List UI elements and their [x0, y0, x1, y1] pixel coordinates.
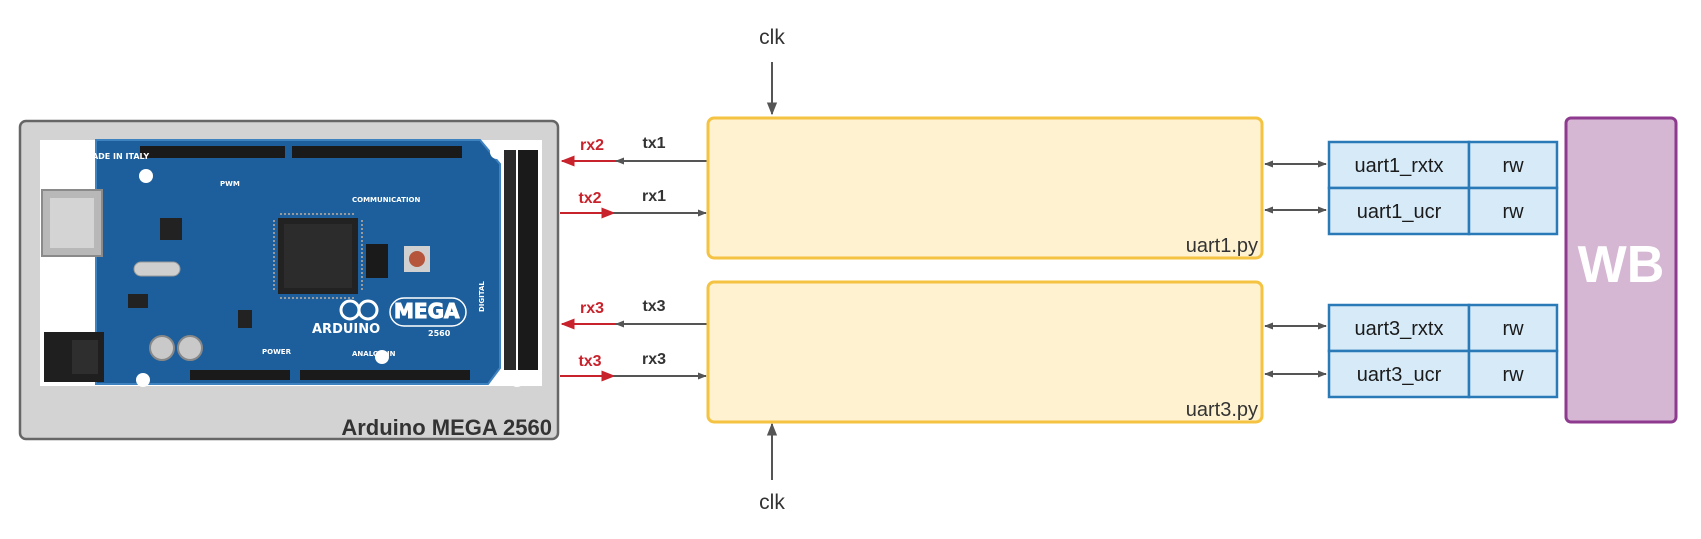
register-name: uart3_rxtx	[1355, 318, 1444, 340]
register-access-cell	[1467, 140, 1559, 190]
board-photo: MADE IN ITALY COMMUNICATION PWM ARDUINO …	[41, 139, 538, 387]
pcb-brand: ARDUINO	[312, 322, 380, 337]
pcb-communication: COMMUNICATION	[352, 196, 421, 204]
header-bottom-power	[190, 370, 290, 380]
uart1-mod-tx-label: tx1	[642, 135, 665, 152]
header-top-right	[292, 146, 462, 158]
register-access: rw	[1502, 155, 1524, 177]
uart1-module: uart1.py	[706, 116, 1264, 260]
register-name: uart1_rxtx	[1355, 155, 1444, 177]
arduino-board: MADE IN ITALY COMMUNICATION PWM ARDUINO …	[18, 119, 560, 441]
uart3-register-table: uart3_rxtx rw uart3_ucr rw	[1327, 303, 1559, 399]
uart3-module-name: uart3.py	[1186, 399, 1258, 421]
register-access-cell	[1467, 303, 1559, 353]
pcb-digital: DIGITAL	[478, 281, 486, 312]
uart3-module: uart3.py	[706, 280, 1264, 424]
uart3-mod-rx-label: rx3	[642, 351, 666, 368]
pcb-made-in: MADE IN ITALY	[84, 152, 149, 161]
uart1-board-tx-label: tx2	[578, 190, 601, 207]
uart1-mod-rx-label: rx1	[642, 188, 666, 205]
uart3-module-box	[706, 280, 1264, 424]
uart1-register-table: uart1_rxtx rw uart1_ucr rw	[1327, 140, 1559, 236]
capacitor-2	[177, 335, 203, 361]
register-access: rw	[1502, 318, 1524, 340]
wishbone-bus: WB	[1564, 116, 1678, 424]
pcb-power: POWER	[262, 348, 292, 356]
uart1-signals: rx2 tx1 tx2 rx1	[560, 135, 708, 219]
wishbone-bus-label: WB	[1578, 236, 1665, 294]
pcb-analog-in: ANALOG IN	[352, 350, 396, 358]
clock-bottom-label: clk	[759, 491, 785, 514]
register-name-cell	[1327, 349, 1471, 399]
icsp-header	[366, 244, 388, 278]
uart3-board-rx-label: rx3	[580, 300, 604, 317]
register-name: uart3_ucr	[1357, 364, 1442, 386]
clock-top: clk	[759, 26, 785, 116]
usb-chip	[160, 218, 182, 240]
uart1-module-name: uart1.py	[1186, 235, 1258, 257]
uart1-board-rx-label: rx2	[580, 137, 604, 154]
clock-bottom: clk	[759, 422, 785, 514]
arduino-logo	[339, 299, 379, 321]
clock-top-label: clk	[759, 26, 785, 49]
register-access-cell	[1467, 186, 1559, 236]
register-access: rw	[1502, 201, 1524, 223]
pcb-pwm: PWM	[220, 180, 240, 188]
uart3-mod-tx-label: tx3	[642, 298, 665, 315]
header-right-digital	[518, 150, 538, 370]
uart1-module-box	[706, 116, 1264, 260]
register-access: rw	[1502, 364, 1524, 386]
header-top-left	[140, 146, 285, 158]
header-bottom-analog	[300, 370, 470, 380]
pcb-model: MEGA	[394, 299, 460, 323]
register-name: uart1_ucr	[1357, 201, 1442, 223]
board-caption: Arduino MEGA 2560	[341, 415, 552, 440]
crystal	[133, 261, 181, 277]
wishbone-bus-box	[1564, 116, 1678, 424]
register-access-cell	[1467, 349, 1559, 399]
pcb-model-number: 2560	[428, 329, 451, 338]
register-links	[1264, 160, 1327, 378]
uart3-signals: rx3 tx3 tx3 rx3	[560, 298, 708, 382]
uart3-board-tx-label: tx3	[578, 353, 601, 370]
capacitor-1	[149, 335, 175, 361]
